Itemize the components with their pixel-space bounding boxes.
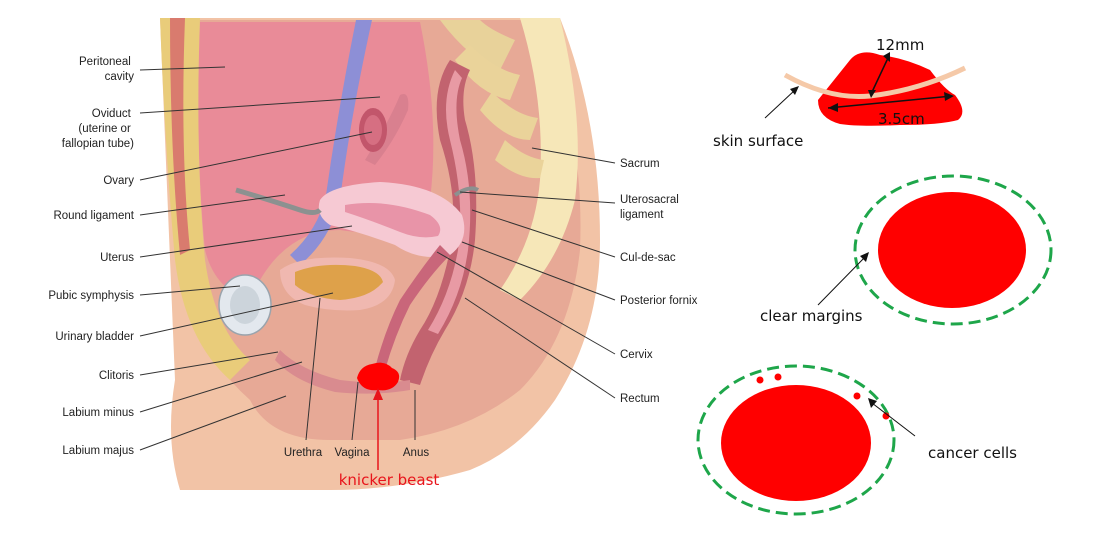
label-3-5cm: 3.5cm (878, 110, 925, 128)
label-cul-de-sac: Cul-de-sac (620, 252, 676, 264)
label-uterus: Uterus (100, 252, 134, 264)
tumor-involved (721, 385, 871, 501)
lesion-shape (357, 362, 400, 391)
label-rectum: Rectum (620, 393, 660, 405)
label-peritoneal-cavity-2: cavity (105, 71, 135, 83)
anatomy-labels-right: Sacrum Uterosacral ligament Cul-de-sac P… (620, 158, 698, 405)
svg-text:Peritoneal cavity: Peritoneal cavity (79, 56, 134, 83)
svg-text:Oviduct (uterine or: Oviduct (uterine or fallopian tube) (62, 108, 134, 150)
label-oviduct-2: (uterine or (78, 123, 131, 135)
margin-ring-clear (853, 174, 1053, 326)
cancer-cells-panel: cancer cells (696, 364, 1017, 516)
label-anus: Anus (403, 447, 429, 459)
label-labium-minus: Labium minus (62, 407, 134, 419)
lesion-callout: knicker beast (339, 388, 440, 489)
label-posterior-fornix: Posterior fornix (620, 295, 698, 307)
label-12mm: 12mm (876, 36, 924, 54)
svg-text:Uterosacral ligament: Uterosacral ligament (620, 194, 682, 221)
label-uterosacral-1: Uterosacral (620, 194, 679, 206)
label-peritoneal-cavity-1: Peritoneal (79, 56, 131, 68)
label-uterosacral-2: ligament (620, 209, 664, 221)
label-oviduct-3: fallopian tube) (62, 138, 134, 150)
cancer-cell-dot (774, 373, 782, 381)
tumor-clear (878, 192, 1026, 308)
label-knicker-beast: knicker beast (339, 471, 440, 489)
label-urinary-bladder: Urinary bladder (55, 331, 134, 343)
cancer-cell-dot (756, 376, 764, 384)
label-urethra: Urethra (284, 447, 323, 459)
label-cervix: Cervix (620, 349, 653, 361)
label-sacrum: Sacrum (620, 158, 660, 170)
tumor-shape-top (818, 52, 963, 126)
anatomy-illustration (160, 18, 600, 490)
label-round-ligament: Round ligament (53, 210, 134, 222)
skin-surface-line (783, 65, 967, 100)
leader-lines (139, 66, 616, 451)
label-skin-surface: skin surface (713, 132, 803, 150)
cancer-cell-dot (853, 392, 861, 400)
label-cancer-cells: cancer cells (928, 444, 1017, 462)
tumor-dimension-panel: 12mm 3.5cm skin surface (713, 36, 967, 150)
anatomy-labels-left: Peritoneal cavity Oviduct (uterine or fa… (48, 56, 134, 457)
clear-margins-panel: clear margins (760, 174, 1053, 326)
margin-ring-involved (696, 364, 896, 516)
label-vagina: Vagina (335, 447, 371, 459)
label-oviduct-1: Oviduct (92, 108, 132, 120)
cancer-cell-dot (882, 412, 890, 420)
label-labium-majus: Labium majus (62, 445, 134, 457)
label-pubic-symphysis: Pubic symphysis (48, 290, 134, 302)
label-ovary: Ovary (103, 175, 134, 187)
anatomy-labels-bottom: Urethra Vagina Anus (284, 447, 430, 459)
label-clear-margins: clear margins (760, 307, 863, 325)
label-clitoris: Clitoris (99, 370, 134, 382)
